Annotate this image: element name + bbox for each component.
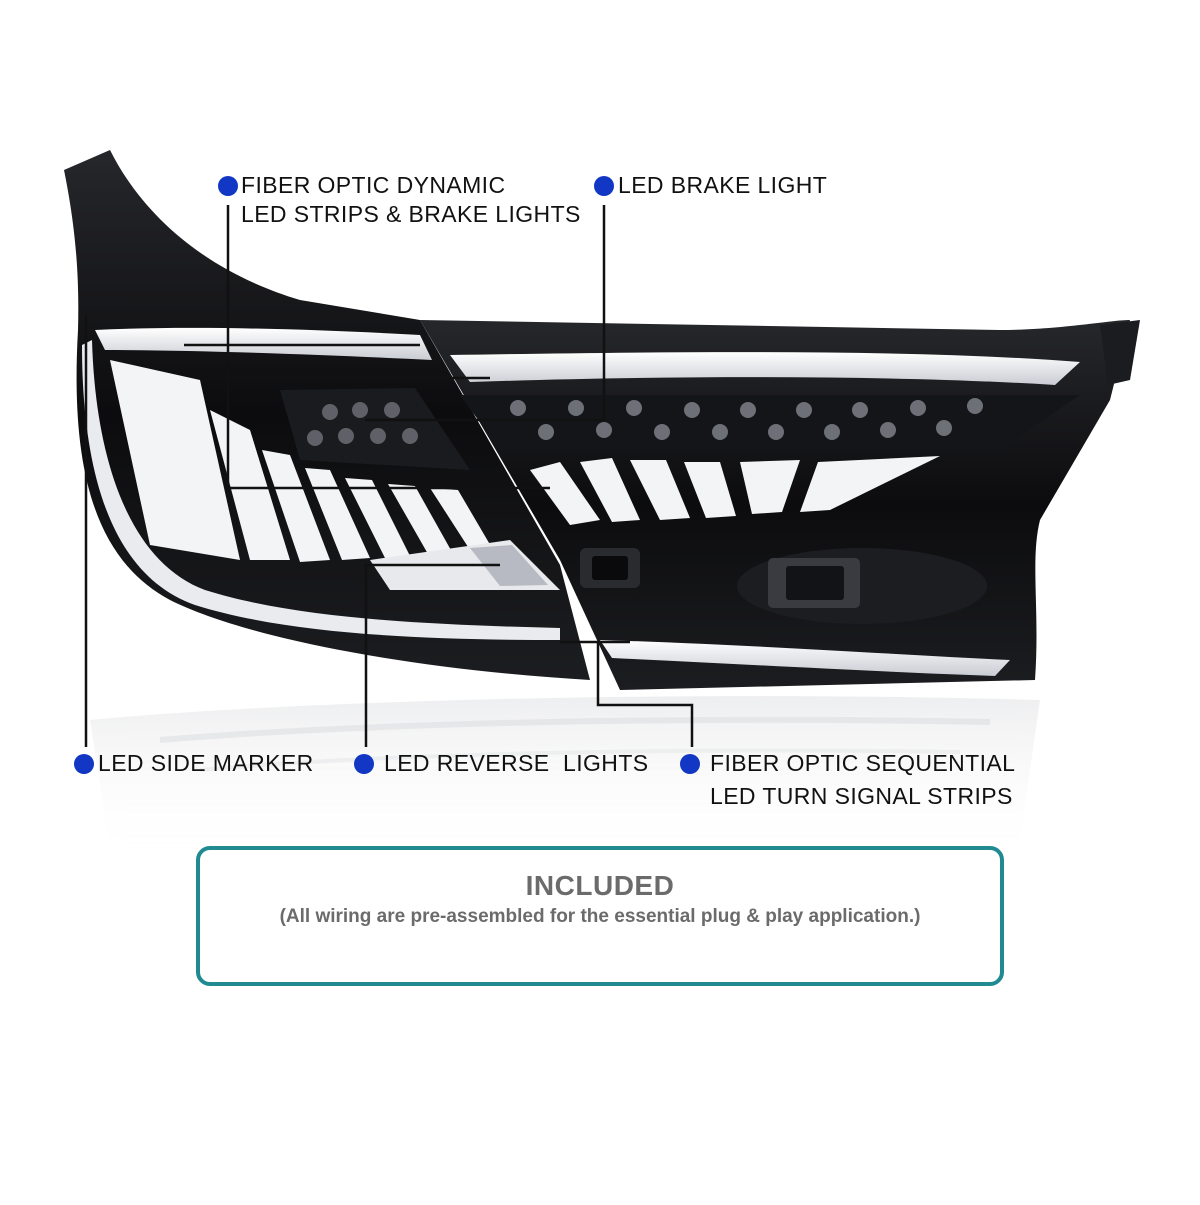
leader-brake-light (365, 205, 606, 422)
leader-lines (84, 205, 694, 747)
callout-bullet-icon (594, 176, 614, 196)
included-note: (All wiring are pre-assembled for the es… (279, 906, 921, 927)
callout-brake-light-label: LED BRAKE LIGHT (618, 172, 828, 198)
callout-brake-light: LED BRAKE LIGHT (594, 171, 827, 200)
right-lamp-unit (420, 320, 1140, 690)
callout-reverse-lights: LED REVERSE LIGHTS (354, 749, 649, 778)
callout-bullet-icon (354, 754, 374, 774)
callout-fiber-sequential: FIBER OPTIC SEQUENTIAL LED TURN SIGNAL S… (680, 747, 1015, 813)
callout-side-marker: LED SIDE MARKER (74, 749, 314, 778)
lamp-reflection (90, 696, 1040, 864)
callout-bullet-icon (74, 754, 94, 774)
callout-bullet-icon (680, 754, 700, 774)
callout-side-marker-label: LED SIDE MARKER (98, 750, 314, 776)
callout-fiber-dynamic-line1: FIBER OPTIC DYNAMIC (241, 172, 506, 198)
included-box: INCLUDED (All wiring are pre-assembled f… (196, 846, 1004, 986)
callout-fiber-dynamic-line2: LED STRIPS & BRAKE LIGHTS (241, 201, 581, 227)
brake-led-array (510, 398, 983, 440)
included-title: INCLUDED (525, 870, 675, 901)
callout-bullet-icon (218, 176, 238, 196)
callout-reverse-lights-label: LED REVERSE LIGHTS (384, 750, 649, 776)
callout-fiber-sequential-line1: FIBER OPTIC SEQUENTIAL (710, 750, 1016, 776)
leader-sequential (596, 642, 694, 747)
callout-fiber-sequential-line2: LED TURN SIGNAL STRIPS (710, 783, 1013, 809)
callout-fiber-dynamic: FIBER OPTIC DYNAMIC LED STRIPS & BRAKE L… (218, 171, 581, 229)
leader-reverse (364, 563, 500, 747)
